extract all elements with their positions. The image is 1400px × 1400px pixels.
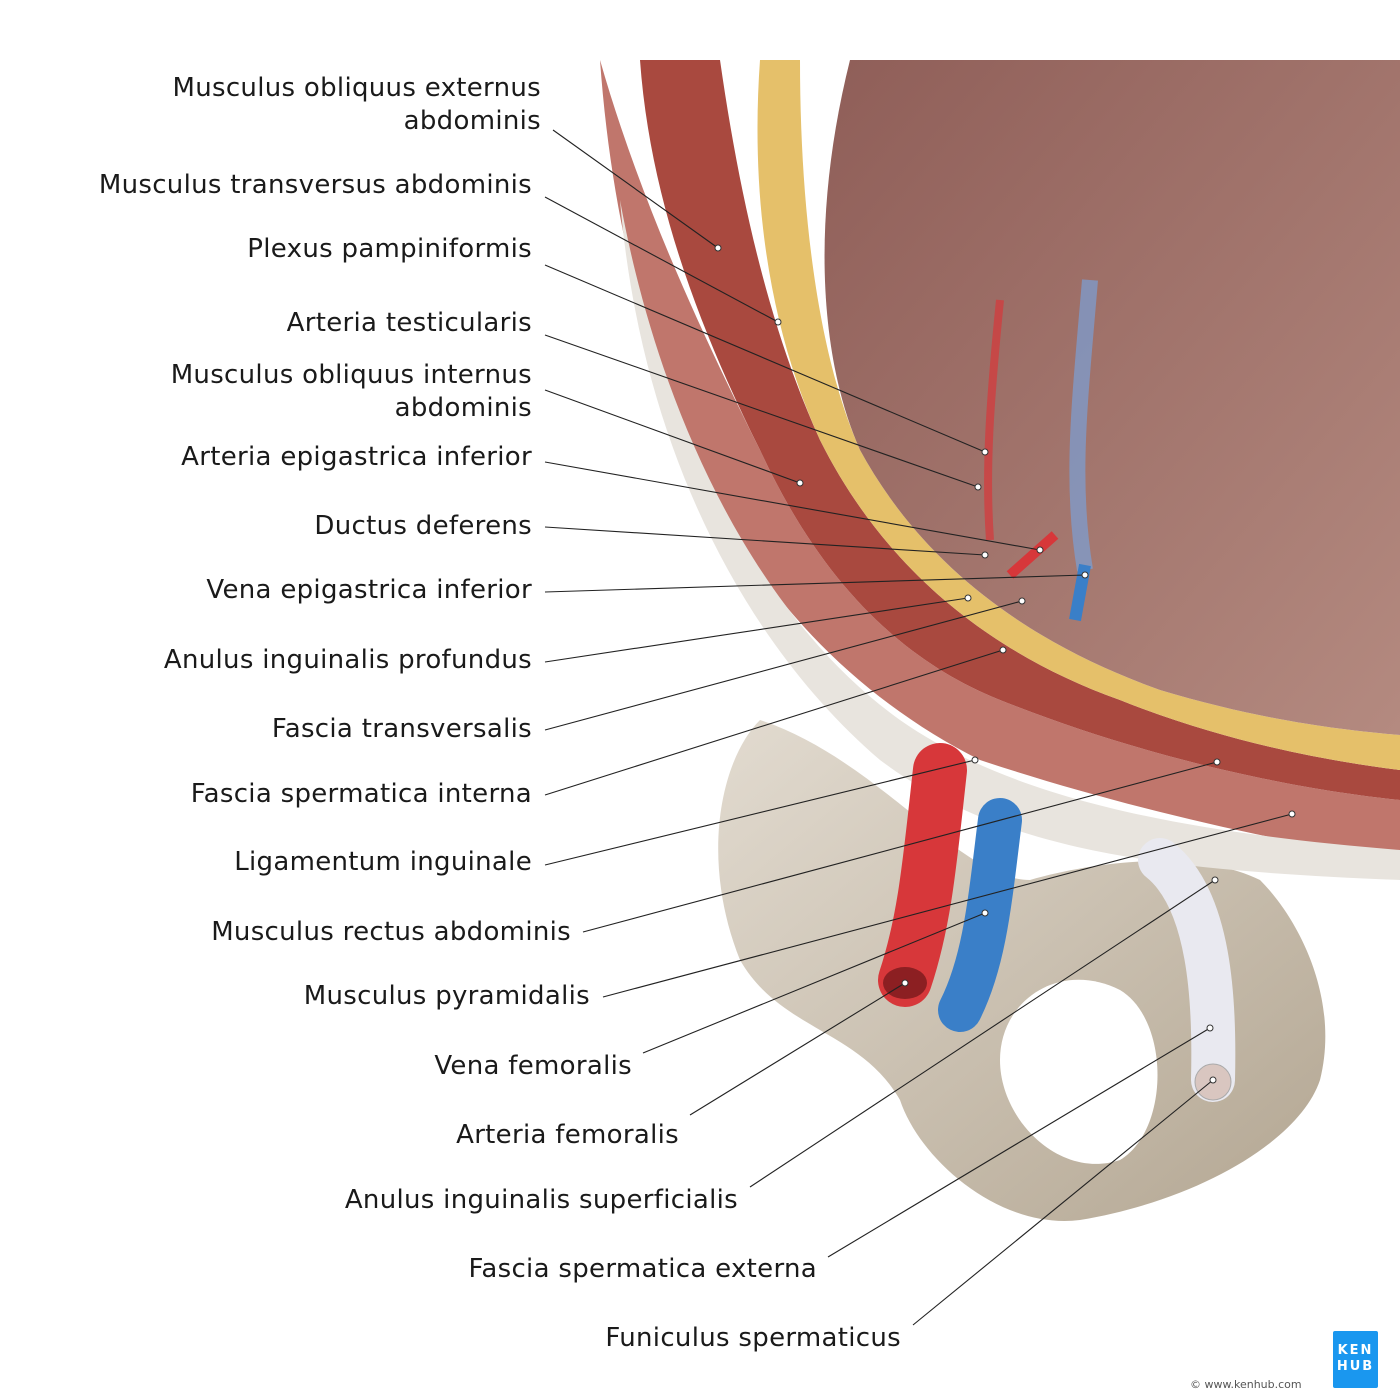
label-line: Ligamentum inguinale: [234, 847, 532, 877]
obturator-foramen: [1000, 979, 1158, 1164]
label-line: Plexus pampiniformis: [247, 234, 532, 264]
femoral-artery: [878, 743, 967, 1007]
leader-line: [544, 649, 1004, 796]
leader-dot: [981, 909, 989, 917]
inferior-epigastric-artery: [1006, 531, 1059, 579]
abdominal-cavity: [824, 60, 1400, 735]
label-line: Anulus inguinalis profundus: [163, 645, 532, 675]
muscle-layers: [640, 60, 1400, 800]
leader-dot: [1211, 876, 1219, 884]
label-line: Arteria femoralis: [456, 1120, 679, 1150]
leader-dot: [1081, 571, 1089, 579]
label: Arteria femoralis: [456, 1119, 679, 1152]
leader-line: [544, 574, 1086, 593]
label-line: Arteria epigastrica inferior: [181, 442, 532, 472]
label: Vena femoralis: [434, 1050, 632, 1083]
leader-dot: [714, 244, 722, 252]
leader-dot: [901, 979, 909, 987]
leader-line: [544, 196, 779, 323]
label-line: Ductus deferens: [314, 511, 532, 541]
label-line: abdominis: [403, 106, 541, 136]
spermatic-cord: [1138, 838, 1236, 1102]
leader-dot: [981, 448, 989, 456]
label: Vena epigastrica inferior: [206, 574, 532, 607]
label-line: Musculus obliquus externus: [172, 73, 541, 103]
leader-line: [582, 761, 1218, 933]
label: Musculus pyramidalis: [304, 980, 590, 1013]
leader-dot: [1036, 546, 1044, 554]
leader-dot: [1209, 1076, 1217, 1084]
leader-dot: [1206, 1024, 1214, 1032]
leader-line: [544, 461, 1041, 551]
leader-dot: [964, 594, 972, 602]
label: Anulus inguinalis superficialis: [345, 1184, 738, 1217]
label-line: Anulus inguinalis superficialis: [344, 1185, 738, 1215]
femoral-vein: [938, 798, 1022, 1032]
leader-dot: [1213, 758, 1221, 766]
leader-line: [544, 600, 1023, 731]
label-line: Musculus transversus abdominis: [98, 170, 532, 200]
leader-line: [827, 1027, 1211, 1258]
label-line: Vena femoralis: [434, 1051, 632, 1081]
label-line: Musculus rectus abdominis: [211, 917, 571, 947]
label-line: abdominis: [394, 393, 532, 423]
label: Ligamentum inguinale: [234, 846, 532, 879]
label: Ductus deferens: [314, 510, 532, 543]
pubic-bone: [718, 720, 1326, 1221]
label: Musculus rectus abdominis: [211, 916, 571, 949]
spermatic-cord-vessels: [1069, 279, 1098, 572]
leader-line: [544, 264, 986, 453]
leader-dot: [981, 551, 989, 559]
leader-dot: [999, 646, 1007, 654]
label: Fascia spermatica externa: [469, 1253, 817, 1286]
copyright: © www.kenhub.com: [1190, 1378, 1302, 1391]
label: Arteria epigastrica inferior: [181, 441, 532, 474]
leader-dot: [1288, 810, 1296, 818]
label: Fascia spermatica interna: [191, 778, 532, 811]
label-line: Fascia spermatica interna: [190, 779, 532, 809]
label: Anulus inguinalis profundus: [164, 644, 532, 677]
label: Arteria testicularis: [287, 307, 532, 340]
logo-line1: KEN: [1337, 1343, 1374, 1358]
leader-dot: [974, 483, 982, 491]
leader-line: [689, 982, 906, 1116]
leader-line: [544, 526, 986, 556]
leader-line: [912, 1079, 1214, 1326]
leader-line: [544, 334, 979, 488]
label-line: Funiculus spermaticus: [605, 1323, 901, 1353]
label: Funiculus spermaticus: [605, 1322, 901, 1355]
label-line: Arteria testicularis: [286, 308, 532, 338]
label-line: Fascia spermatica externa: [468, 1254, 817, 1284]
leader-line: [642, 912, 986, 1054]
leader-line: [544, 389, 801, 484]
leader-line: [544, 597, 969, 663]
leader-dot: [796, 479, 804, 487]
leader-line: [749, 879, 1216, 1188]
label-line: Vena epigastrica inferior: [206, 575, 532, 605]
leader-line: [602, 813, 1293, 998]
label: Fascia transversalis: [272, 713, 532, 746]
leader-line: [552, 129, 719, 249]
label-line: Musculus pyramidalis: [303, 981, 590, 1011]
leader-line: [544, 759, 976, 866]
logo-line2: HUB: [1336, 1359, 1375, 1374]
leader-dot: [971, 756, 979, 764]
leader-dot: [1018, 597, 1026, 605]
label: Musculus transversus abdominis: [99, 169, 532, 202]
label-line: Fascia transversalis: [271, 714, 532, 744]
leader-dot: [774, 318, 782, 326]
label: Plexus pampiniformis: [247, 233, 532, 266]
label-line: Musculus obliquus internus: [170, 360, 532, 390]
testicular-artery-vessel: [984, 299, 1004, 541]
